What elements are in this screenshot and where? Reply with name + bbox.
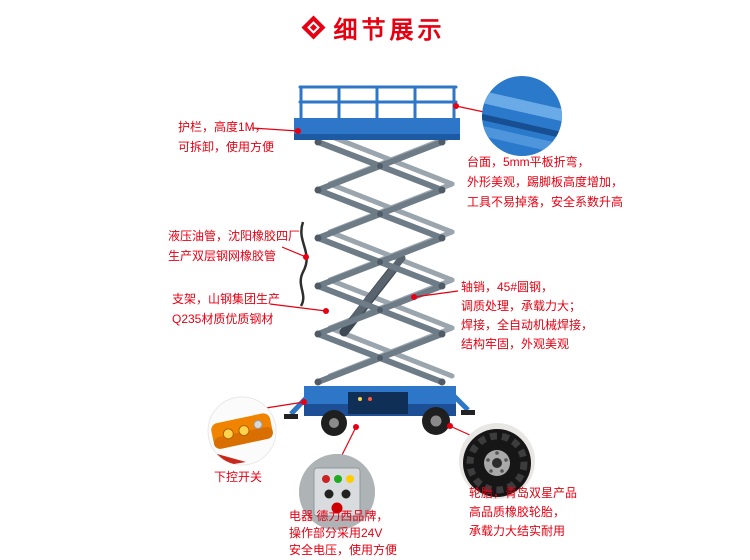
callout-line: 焊接，全自动机械焊接， <box>461 318 594 332</box>
callout-line: 调质处理，承载力大； <box>461 299 582 313</box>
chassis <box>284 386 475 419</box>
callout-line: 护栏，高度1M， <box>178 120 267 134</box>
remote-control-photo <box>207 396 277 466</box>
callout-line: 轮胎，青岛双星产品 <box>469 486 578 500</box>
callout-axle-pin: 轴销，45#圆钢， 调质处理，承载力大； 焊接，全自动机械焊接， 结构牢固，外观… <box>461 278 593 354</box>
leader-lines <box>251 105 485 456</box>
callout-line: Q235材质优质钢材 <box>172 312 274 326</box>
hydraulic-hose <box>299 221 308 307</box>
callout-lower-control-switch: 下控开关 <box>214 467 262 487</box>
wheels <box>321 407 450 436</box>
callout-line: 生产双层钢网橡胶管 <box>168 249 277 263</box>
control-box-photo <box>299 454 375 530</box>
callout-line: 工具不易掉落，安全系数升高 <box>467 195 624 209</box>
callout-hydraulic-hose: 液压油管，沈阳橡胶四厂 生产双层钢网橡胶管 <box>168 226 300 266</box>
callout-guardrail: 护栏，高度1M， 可拆卸，使用方便 <box>178 117 274 157</box>
callout-platform: 台面，5mm平板折弯， 外形美观，踢脚板高度增加， 工具不易掉落，安全系数升高 <box>467 152 623 212</box>
platform-detail-photo <box>482 76 562 156</box>
callout-line: 轴销，45#圆钢， <box>461 280 554 294</box>
callout-line: 台面，5mm平板折弯， <box>467 155 590 169</box>
callout-tires: 轮胎，青岛双星产品 高品质橡胶轮胎， 承载力大结实耐用 <box>469 484 577 541</box>
platform-deck <box>294 118 460 140</box>
callout-support-frame: 支架，山钢集团生产 Q235材质优质钢材 <box>172 289 280 329</box>
page-title: 细节展示 <box>333 17 446 44</box>
page-header: 细节展示 <box>0 10 750 45</box>
tire-photo <box>459 423 535 499</box>
callout-line: 下控开关 <box>214 470 263 484</box>
callout-line: 结构牢固，外观美观 <box>461 337 570 351</box>
leader-dots <box>295 103 459 430</box>
callout-line: 承载力大结实耐用 <box>469 524 566 538</box>
scissor-pivot-pins <box>314 138 446 386</box>
callout-line: 支架，山钢集团生产 <box>172 292 281 306</box>
callout-line: 操作部分采用24V <box>289 526 383 540</box>
callout-line: 外形美观，踢脚板高度增加， <box>467 175 624 189</box>
callout-line: 安全电压，使用方便 <box>289 543 398 557</box>
callout-line: 液压油管，沈阳橡胶四厂 <box>168 229 301 243</box>
guardrail <box>298 85 458 120</box>
callout-line: 电器 德力西品牌， <box>289 509 389 523</box>
callout-electrics: 电器 德力西品牌， 操作部分采用24V 安全电压，使用方便 <box>289 508 397 559</box>
callout-line: 可拆卸，使用方便 <box>178 140 275 154</box>
diamond-icon <box>300 15 326 40</box>
callout-line: 高品质橡胶轮胎， <box>469 505 566 519</box>
